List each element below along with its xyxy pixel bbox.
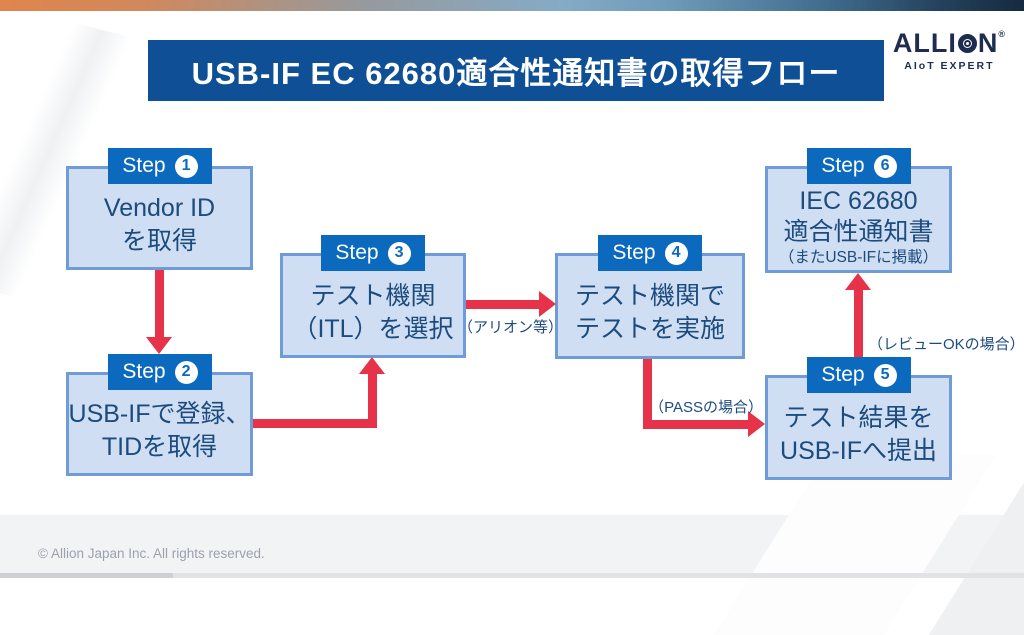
- step-tab-1: Step 1: [108, 148, 212, 184]
- step-tab-3-label: Step: [335, 241, 379, 264]
- arrowhead-right-icon: [748, 411, 765, 437]
- step-box-6: IEC 62680 適合性通知書 （またUSB-IFに掲載）: [765, 166, 952, 273]
- step-4-line-2: テストを実施: [574, 315, 725, 343]
- step-2-line-1: USB-IFで登録、: [68, 400, 251, 428]
- step-tab-4: Step 4: [598, 235, 702, 271]
- bottom-edge-strip-dark: [0, 573, 173, 578]
- footer-band: [0, 455, 1024, 635]
- arrow-shaft: [253, 419, 377, 428]
- arrow-label-review-ok: （レビューOKの場合）: [868, 336, 1024, 353]
- step-tab-5: Step 5: [807, 357, 911, 393]
- arrow-shaft: [368, 374, 377, 428]
- step-3-line-1: テスト機関: [310, 281, 436, 310]
- arrowhead-up-icon: [845, 273, 871, 290]
- step-number-badge-5: 5: [873, 363, 897, 387]
- step-1-line-1: Vendor ID: [103, 194, 216, 222]
- step-6-note: （またUSB-IFに掲載）: [778, 249, 939, 267]
- step-2-line-2: TIDを取得: [101, 433, 218, 461]
- arrow-shaft: [643, 420, 749, 429]
- bottom-edge-strip: [0, 573, 1024, 578]
- arrowhead-up-icon: [359, 357, 385, 374]
- arrow-shaft: [854, 288, 863, 358]
- step-box-5: テスト結果を USB-IFへ提出: [765, 375, 952, 480]
- step-tab-3: Step 3: [321, 235, 425, 271]
- arrow-shaft: [155, 270, 164, 339]
- title-banner: USB-IF EC 62680適合性通知書の取得フロー: [148, 40, 884, 101]
- step-tab-1-label: Step: [122, 154, 166, 177]
- arrowhead-right-icon: [539, 291, 556, 317]
- step-5-line-1: テスト結果を: [783, 403, 934, 432]
- page-title: USB-IF EC 62680適合性通知書の取得フロー: [191, 56, 841, 91]
- step-tab-2-label: Step: [122, 360, 166, 383]
- allion-logo-tagline: AIoT EXPERT: [904, 60, 995, 72]
- step-6-line-2: 適合性通知書: [783, 217, 934, 246]
- step-number-badge-4: 4: [664, 241, 688, 265]
- step-tab-6: Step 6: [807, 148, 911, 184]
- arrow-shaft: [466, 300, 539, 309]
- step-number-badge-2: 2: [174, 360, 198, 384]
- step-tab-2: Step 2: [108, 354, 212, 390]
- arrowhead-down-icon: [146, 337, 172, 354]
- step-6-line-1: IEC 62680: [799, 187, 918, 216]
- step-tab-5-label: Step: [821, 363, 865, 386]
- step-4-line-1: テスト機関で: [574, 282, 725, 310]
- step-1-line-2: を取得: [121, 227, 197, 255]
- arrow-shaft: [643, 359, 652, 429]
- step-tab-4-label: Step: [612, 241, 656, 264]
- step-tab-6-label: Step: [821, 154, 865, 177]
- step-number-badge-3: 3: [387, 241, 411, 265]
- registered-mark: ®: [998, 29, 1006, 39]
- top-gradient-bar: [0, 0, 1024, 11]
- copyright-text: © Allion Japan Inc. All rights reserved.: [38, 546, 265, 561]
- step-number-badge-1: 1: [174, 154, 198, 178]
- step-5-line-2: USB-IFへ提出: [780, 436, 937, 465]
- arrow-label-itl: （アリオン等）: [458, 319, 564, 336]
- arrow-label-pass: （PASSの場合）: [649, 399, 763, 416]
- step-3-line-2: （ITL）を選択: [292, 314, 454, 343]
- step-number-badge-6: 6: [873, 154, 897, 178]
- magnifier-o-icon: [957, 34, 977, 53]
